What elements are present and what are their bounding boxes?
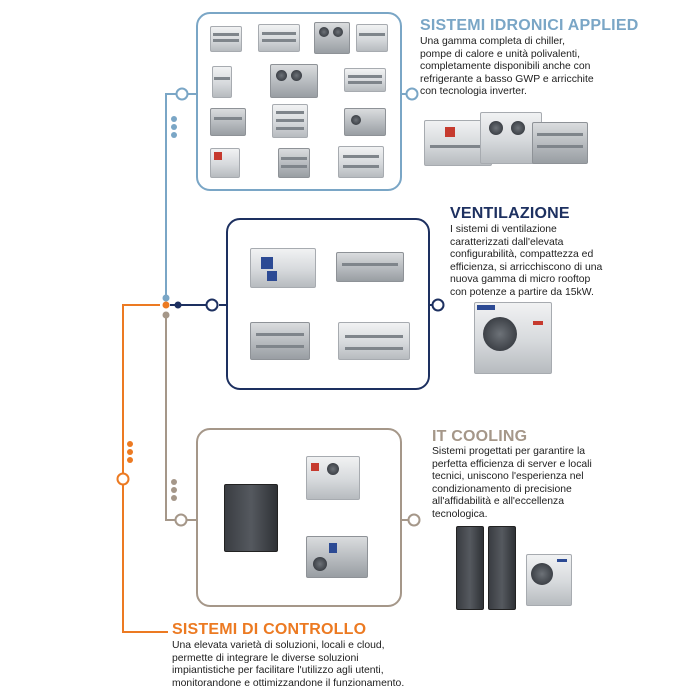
- applied-dots: [171, 116, 177, 138]
- product-image: [338, 146, 384, 178]
- product-image: [258, 24, 300, 52]
- ventilation-products-panel: [226, 218, 430, 390]
- it-cooling-featured-image: [454, 526, 574, 610]
- ventilation-featured-image: [474, 302, 552, 374]
- it-cooling-dots: [171, 479, 177, 501]
- control-title: SISTEMI DI CONTROLLO: [172, 621, 367, 638]
- ventilation-node: [174, 301, 182, 309]
- product-image: [212, 66, 232, 98]
- control-dots: [127, 441, 133, 463]
- product-image: [306, 456, 360, 500]
- applied-featured-image: [424, 108, 588, 166]
- hub-node-it: [162, 311, 170, 319]
- applied-products-panel: [196, 12, 402, 191]
- it-cooling-products-panel: [196, 428, 402, 607]
- product-image: [344, 108, 386, 136]
- product-image: [344, 68, 386, 92]
- it-cooling-description: Sistemi progettati per garantire la perf…: [432, 446, 592, 520]
- product-image: [272, 104, 308, 138]
- product-image: [250, 322, 310, 360]
- product-image: [306, 536, 368, 578]
- control-description: Una elevata varietà di soluzioni, locali…: [172, 640, 405, 689]
- product-image: [210, 148, 240, 178]
- product-image: [250, 248, 316, 288]
- product-image: [338, 322, 410, 360]
- applied-description: Una gamma completa di chiller, pompe di …: [420, 36, 594, 98]
- ventilation-title: VENTILAZIONE: [450, 205, 570, 222]
- it-cooling-connector: [165, 315, 421, 527]
- product-image: [270, 64, 318, 98]
- product-image: [224, 484, 278, 552]
- product-image: [314, 22, 350, 54]
- applied-connector: [165, 87, 419, 298]
- hub-node-control: [162, 301, 170, 309]
- product-image: [210, 26, 242, 52]
- applied-title: SISTEMI IDRONICI APPLIED: [420, 17, 639, 34]
- product-image: [336, 252, 404, 282]
- product-image: [356, 24, 388, 52]
- ventilation-description: I sistemi di ventilazione caratterizzati…: [450, 224, 603, 298]
- product-image: [278, 148, 310, 178]
- product-image: [210, 108, 246, 136]
- control-connector: [116, 304, 168, 633]
- it-cooling-title: IT COOLING: [432, 428, 528, 445]
- hub-node-applied: [162, 294, 170, 302]
